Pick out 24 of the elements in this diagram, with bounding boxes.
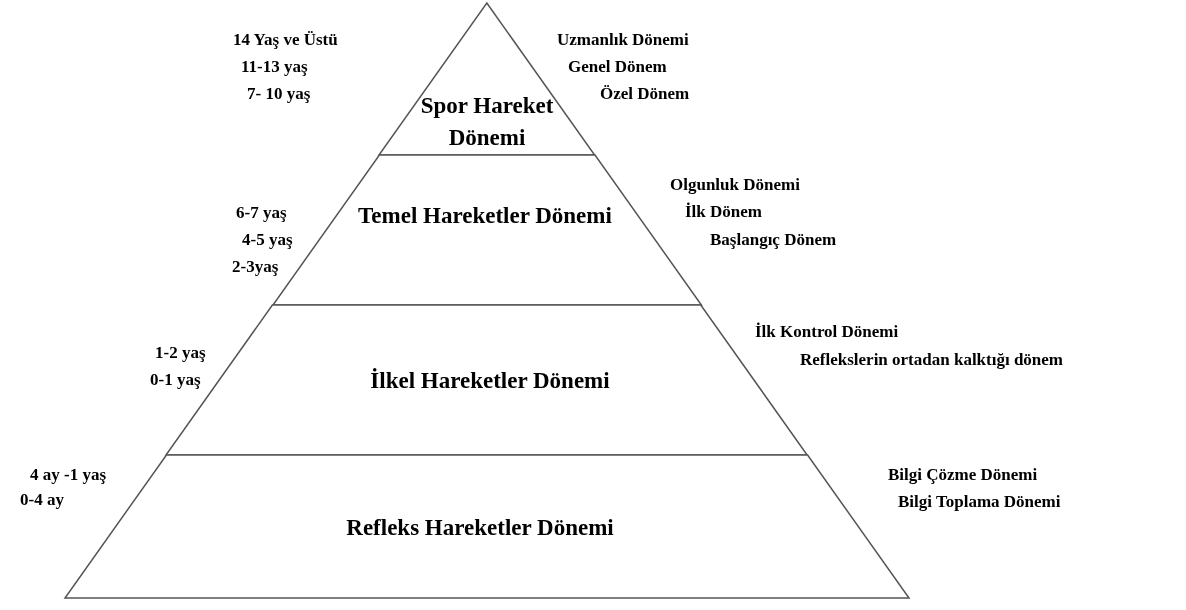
age-label: 7- 10 yaş: [247, 84, 311, 104]
age-label: 1-2 yaş: [155, 343, 206, 363]
stage-title: İlkel Hareketler Dönemi: [369, 367, 611, 395]
phase-label: Olgunluk Dönemi: [670, 175, 800, 195]
phase-label: Genel Dönem: [568, 57, 667, 77]
phase-label: İlk Kontrol Dönemi: [755, 322, 899, 342]
phase-label: Uzmanlık Dönemi: [557, 30, 689, 50]
phase-label: Bilgi Toplama Dönemi: [898, 492, 1061, 512]
phase-label: Başlangıç Dönem: [710, 230, 837, 250]
phase-label: İlk Dönem: [685, 202, 762, 222]
age-label: 14 Yaş ve Üstü: [233, 30, 338, 50]
age-label: 4-5 yaş: [242, 230, 293, 250]
stage-title: Spor Hareket Dönemi: [419, 92, 555, 152]
stage-title: Refleks Hareketler Dönemi: [345, 514, 615, 542]
age-label: 2-3yaş: [232, 257, 279, 277]
phase-label: Özel Dönem: [600, 84, 690, 104]
phase-label: Bilgi Çözme Dönemi: [888, 465, 1038, 485]
age-label: 11-13 yaş: [241, 57, 308, 77]
age-label: 6-7 yaş: [236, 203, 287, 223]
stage-title: Temel Hareketler Dönemi: [357, 202, 613, 230]
phase-label: Reflekslerin ortadan kalktığı dönem: [800, 350, 1064, 370]
age-label: 0-4 ay: [20, 490, 64, 510]
age-label: 0-1 yaş: [150, 370, 201, 390]
age-label: 4 ay -1 yaş: [30, 465, 107, 485]
